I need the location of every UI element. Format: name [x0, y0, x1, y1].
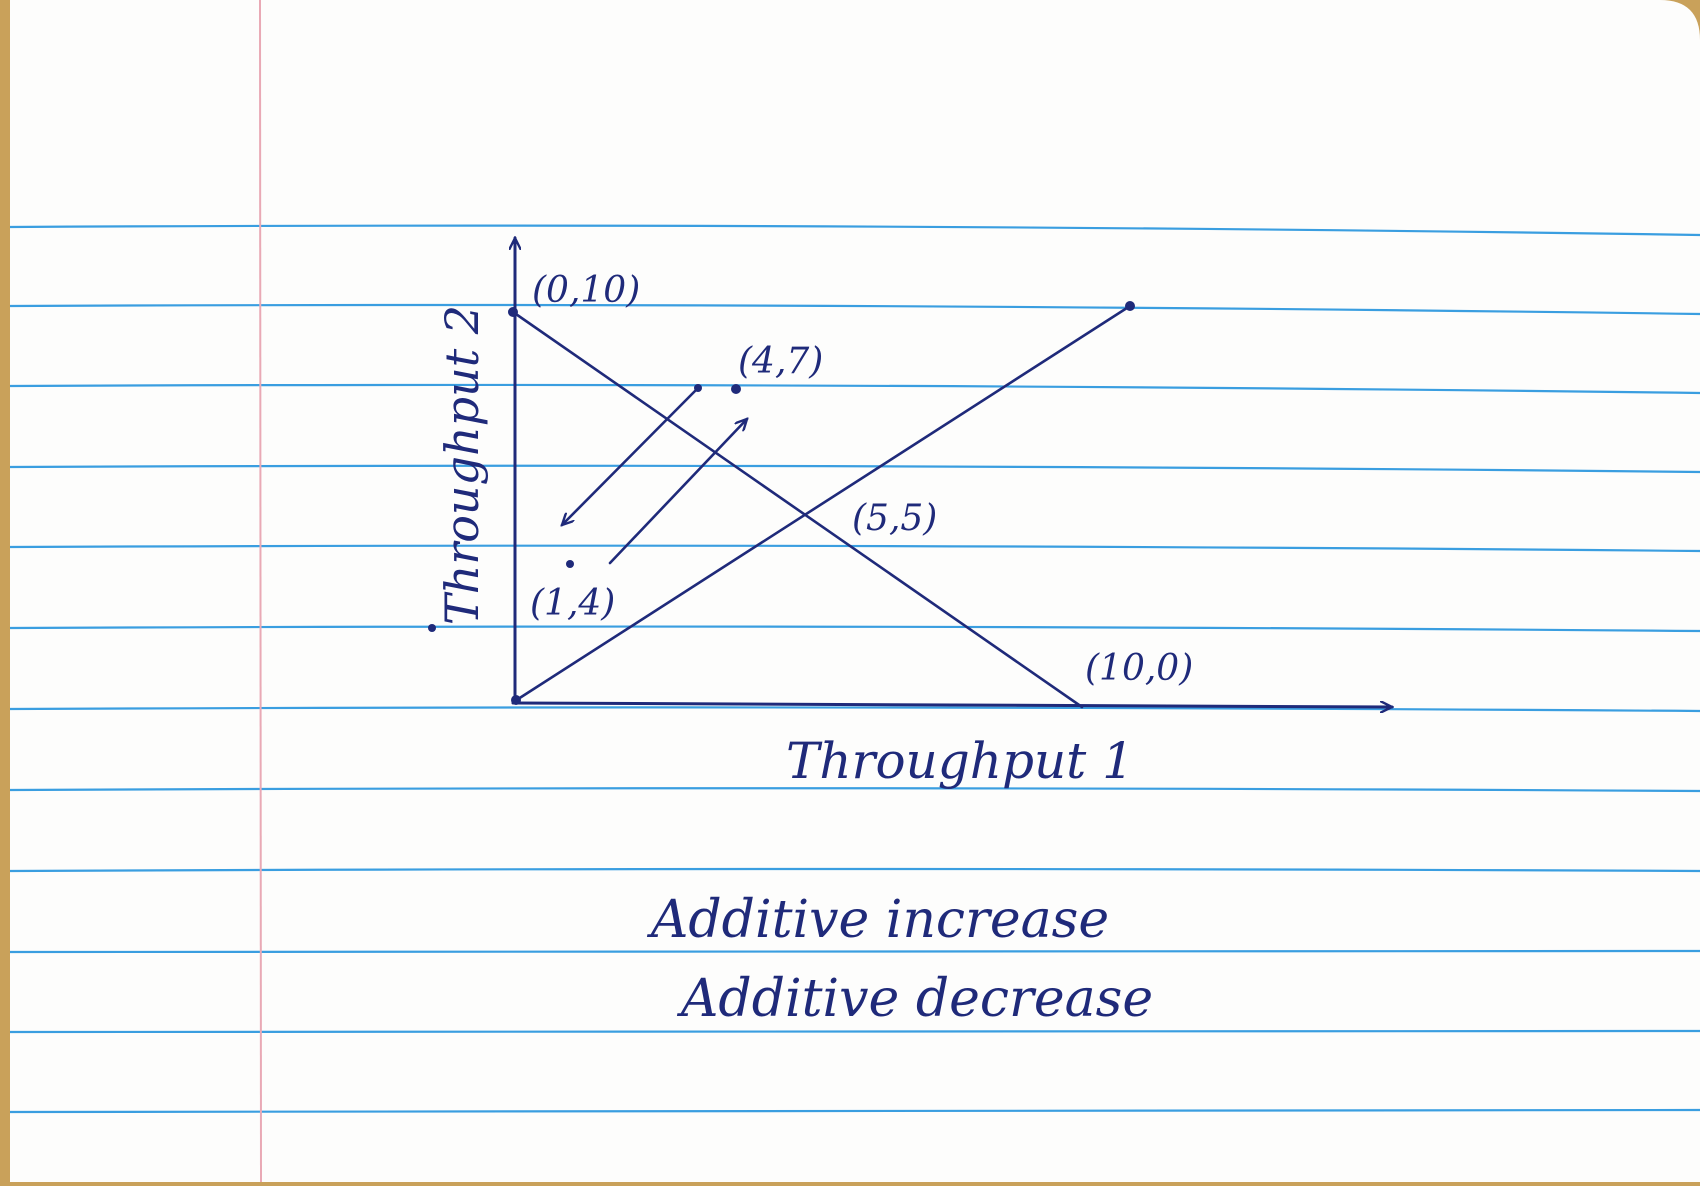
efficiency-line	[511, 310, 1084, 709]
rule-line	[9, 464, 1700, 474]
fairness-line	[513, 304, 1132, 703]
y-axis-label: Throughput 2	[435, 305, 489, 625]
point-4-7-marker	[731, 384, 741, 394]
margin-line	[259, 0, 262, 1183]
rule-line	[9, 625, 1700, 633]
label-5-5: (5,5)	[852, 498, 937, 539]
y-label-dot	[428, 624, 436, 632]
line-start-marker	[694, 384, 702, 392]
caption-additive-decrease: Additive decrease	[677, 969, 1153, 1029]
line-end-marker	[1125, 301, 1135, 311]
diagram-points	[428, 301, 1135, 705]
point-0-10-marker	[508, 307, 518, 317]
rule-line	[9, 544, 1700, 553]
point-1-4-marker	[566, 560, 574, 568]
decrease-arrow-line	[562, 386, 700, 525]
caption-additive-increase: Additive increase	[647, 890, 1109, 950]
rule-line	[9, 224, 1700, 237]
rule-line	[9, 787, 1700, 793]
x-axis	[511, 703, 1392, 707]
paper-sheet	[10, 0, 1700, 1182]
label-0-10: (0,10)	[532, 270, 640, 311]
label-1-4: (1,4)	[530, 583, 615, 624]
rule-line	[9, 706, 1700, 713]
diagram-lines	[511, 304, 1132, 709]
point-origin-marker	[511, 695, 521, 705]
rule-line	[9, 383, 1700, 395]
rule-line	[9, 1108, 1700, 1114]
label-10-0: (10,0)	[1085, 648, 1193, 689]
x-axis-label: Throughput 1	[786, 732, 1134, 790]
rule-line	[9, 867, 1700, 873]
increase-arrow-line	[608, 419, 747, 565]
label-4-7: (4,7)	[738, 341, 823, 382]
rule-line	[9, 303, 1700, 316]
